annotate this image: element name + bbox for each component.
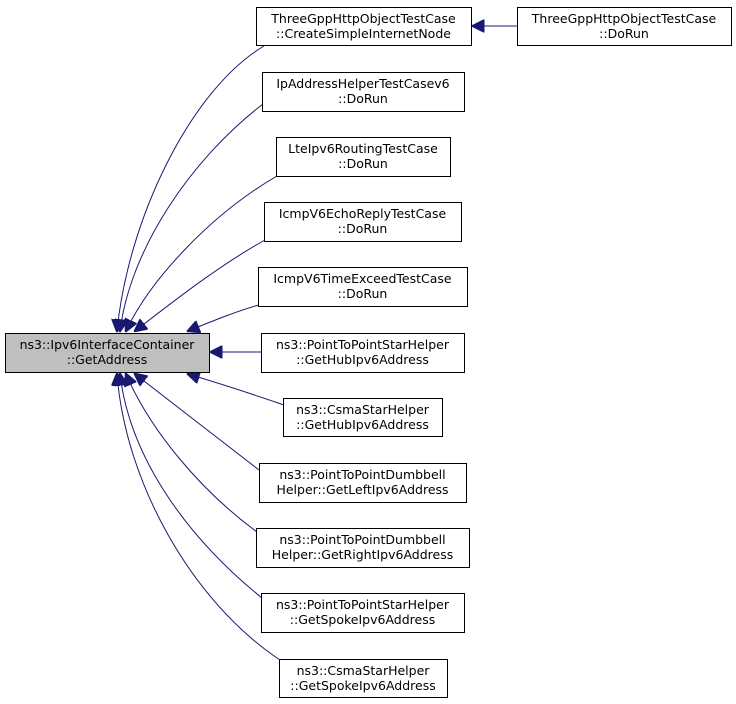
node-label-line-1: ns3::PointToPointStarHelper — [276, 337, 450, 352]
caller-node-n8[interactable]: ns3::PointToPointDumbbellHelper::GetLeft… — [259, 463, 467, 503]
edge-n3-to-focus — [126, 175, 278, 331]
node-box — [5, 333, 210, 373]
node-box — [283, 398, 443, 437]
node-box — [258, 267, 468, 307]
node-label-line-1: ns3::PointToPointDumbbell — [279, 467, 445, 482]
node-label-line-1: ns3::PointToPointDumbbell — [279, 532, 445, 547]
caller-node-n11[interactable]: ns3::CsmaStarHelper::GetSpokeIpv6Address — [279, 659, 448, 698]
edge-n9-to-focus — [126, 374, 258, 533]
node-label-line-2: ::GetHubIpv6Address — [296, 352, 429, 367]
node-box — [261, 333, 465, 373]
caller-node-n7[interactable]: ns3::CsmaStarHelper::GetHubIpv6Address — [283, 398, 443, 437]
node-label-line-2: ::DoRun — [338, 156, 388, 171]
node-label-line-2: ::DoRun — [338, 221, 388, 236]
edge-n8-to-focus — [135, 374, 260, 471]
edge-n7-to-focus — [188, 374, 285, 406]
edge-n10-to-focus — [120, 374, 263, 599]
edges — [117, 26, 517, 661]
caller-node-n4[interactable]: IcmpV6EchoReplyTestCase::DoRun — [264, 202, 462, 242]
node-box — [279, 659, 448, 698]
caller-node-n6[interactable]: ns3::PointToPointStarHelper::GetHubIpv6A… — [261, 333, 465, 373]
node-label-line-2: ::GetHubIpv6Address — [296, 417, 429, 432]
node-label-line-1: IpAddressHelperTestCasev6 — [276, 76, 449, 91]
node-label-line-2: ::DoRun — [599, 26, 649, 41]
node-box — [259, 463, 467, 503]
node-box — [262, 72, 465, 112]
node-label-line-1: ns3::Ipv6InterfaceContainer — [20, 337, 196, 352]
node-label-line-1: IcmpV6EchoReplyTestCase — [279, 206, 447, 221]
node-box — [256, 7, 472, 46]
node-label-line-2: ::GetSpokeIpv6Address — [290, 612, 435, 627]
caller-node-n9[interactable]: ns3::PointToPointDumbbellHelper::GetRigh… — [256, 528, 470, 568]
node-label-line-2: ::GetSpokeIpv6Address — [290, 678, 435, 693]
caller-node-n10[interactable]: ns3::PointToPointStarHelper::GetSpokeIpv… — [261, 593, 465, 633]
caller-node-n2[interactable]: IpAddressHelperTestCasev6::DoRun — [262, 72, 465, 112]
node-label-line-2: Helper::GetLeftIpv6Address — [276, 482, 448, 497]
node-label-line-1: ThreeGppHttpObjectTestCase — [270, 11, 456, 26]
caller-node-n3[interactable]: LteIpv6RoutingTestCase::DoRun — [276, 137, 451, 177]
node-label-line-1: LteIpv6RoutingTestCase — [288, 141, 438, 156]
node-box — [276, 137, 451, 177]
node-label-line-2: Helper::GetRightIpv6Address — [272, 547, 453, 562]
node-label-line-1: ns3::CsmaStarHelper — [297, 663, 431, 678]
focus-node: ns3::Ipv6InterfaceContainer::GetAddress — [5, 333, 210, 373]
caller-node-n5[interactable]: IcmpV6TimeExceedTestCase::DoRun — [258, 267, 468, 307]
node-label-line-1: ThreeGppHttpObjectTestCase — [531, 11, 717, 26]
node-label-line-2: ::DoRun — [338, 91, 388, 106]
node-label-line-2: ::GetAddress — [67, 352, 147, 367]
node-label-line-1: IcmpV6TimeExceedTestCase — [273, 271, 452, 286]
caller-node-n1b[interactable]: ThreeGppHttpObjectTestCase::DoRun — [517, 7, 732, 46]
edge-n1-to-focus — [117, 45, 265, 331]
node-box — [256, 528, 470, 568]
node-label-line-2: ::DoRun — [338, 286, 388, 301]
edge-n11-to-focus — [117, 374, 281, 661]
edge-n5-to-focus — [188, 304, 260, 331]
node-label-line-2: ::CreateSimpleInternetNode — [276, 26, 451, 41]
node-box — [261, 593, 465, 633]
node-label-line-1: ns3::CsmaStarHelper — [296, 402, 430, 417]
node-box — [517, 7, 732, 46]
caller-node-n1[interactable]: ThreeGppHttpObjectTestCase::CreateSimple… — [256, 7, 472, 46]
nodes: ns3::Ipv6InterfaceContainer::GetAddress T… — [5, 7, 732, 698]
node-box — [264, 202, 462, 242]
node-label-line-1: ns3::PointToPointStarHelper — [276, 597, 450, 612]
edge-n2-to-focus — [120, 103, 264, 331]
edge-n4-to-focus — [135, 239, 266, 331]
